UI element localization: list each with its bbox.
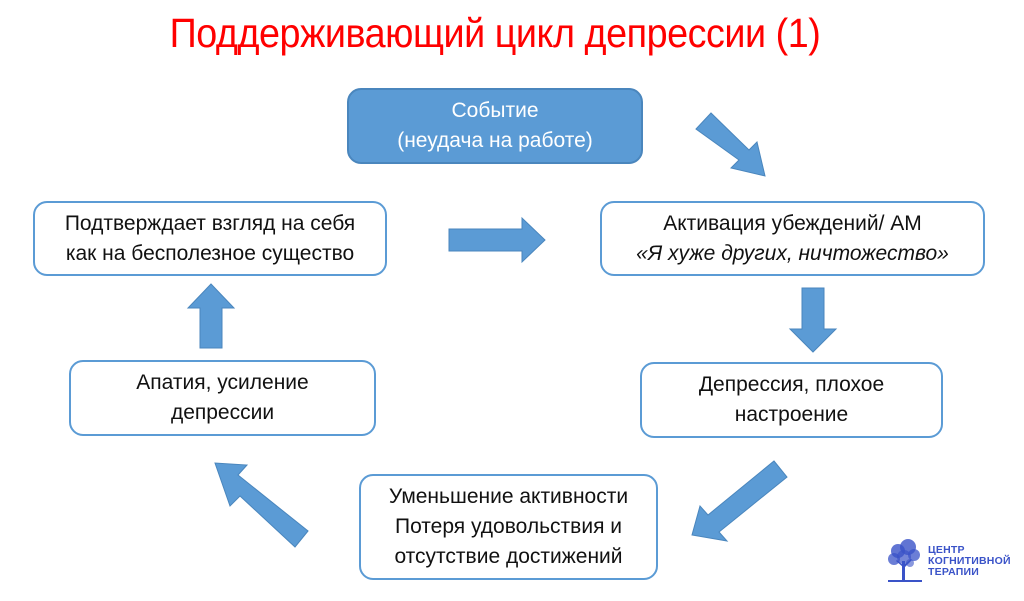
logo-line-2: КОГНИТИВНОЙ xyxy=(928,554,1011,567)
arrow-up-icon xyxy=(186,283,236,349)
logo-line-1: ЦЕНТР xyxy=(928,543,965,556)
logo-line-3: ТЕРАПИИ xyxy=(928,565,979,578)
reduction-line-3: отсутствие достижений xyxy=(394,545,623,568)
apathy-node: Апатия, усиление депрессии xyxy=(69,360,376,436)
reduction-line-1: Уменьшение активности xyxy=(388,485,629,508)
confirms-line-1: Подтверждает взгляд на себя xyxy=(64,211,356,235)
apathy-line-2: депрессии xyxy=(170,401,275,424)
activation-label: Активация убеждений/ АМ xyxy=(663,211,922,235)
arrow-right-icon xyxy=(448,216,546,264)
depression-node: Депрессия, плохое настроение xyxy=(640,362,943,438)
activation-thought: «Я хуже других, ничтожество» xyxy=(636,241,949,265)
tree-icon xyxy=(888,539,922,582)
arrow-down-left-icon xyxy=(691,460,788,542)
apathy-line-1: Апатия, усиление xyxy=(136,371,309,394)
logo-text: ЦЕНТР КОГНИТИВНОЙ ТЕРАПИИ xyxy=(928,543,1011,578)
arrow-up-left-icon xyxy=(214,462,309,548)
confirms-node: Подтверждает взгляд на себя как на беспо… xyxy=(33,201,387,276)
reduction-node: Уменьшение активности Потеря удовольстви… xyxy=(359,474,658,580)
arrow-down-right-icon xyxy=(695,112,766,177)
depression-line-1: Депрессия, плохое xyxy=(698,373,885,396)
confirms-line-2: как на бесполезное существо xyxy=(65,241,355,265)
event-label: Событие xyxy=(451,99,539,122)
event-node: Событие (неудача на работе) xyxy=(347,88,643,164)
arrow-down-icon xyxy=(788,287,838,353)
logo: ЦЕНТР КОГНИТИВНОЙ ТЕРАПИИ xyxy=(884,536,1024,586)
reduction-line-2: Потеря удовольствия и xyxy=(394,515,623,538)
slide-title: Поддерживающий цикл депрессии (1) xyxy=(169,10,821,56)
depression-line-2: настроение xyxy=(734,403,849,426)
event-detail: (неудача на работе) xyxy=(397,129,593,152)
activation-node: Активация убеждений/ АМ «Я хуже других, … xyxy=(600,201,985,276)
